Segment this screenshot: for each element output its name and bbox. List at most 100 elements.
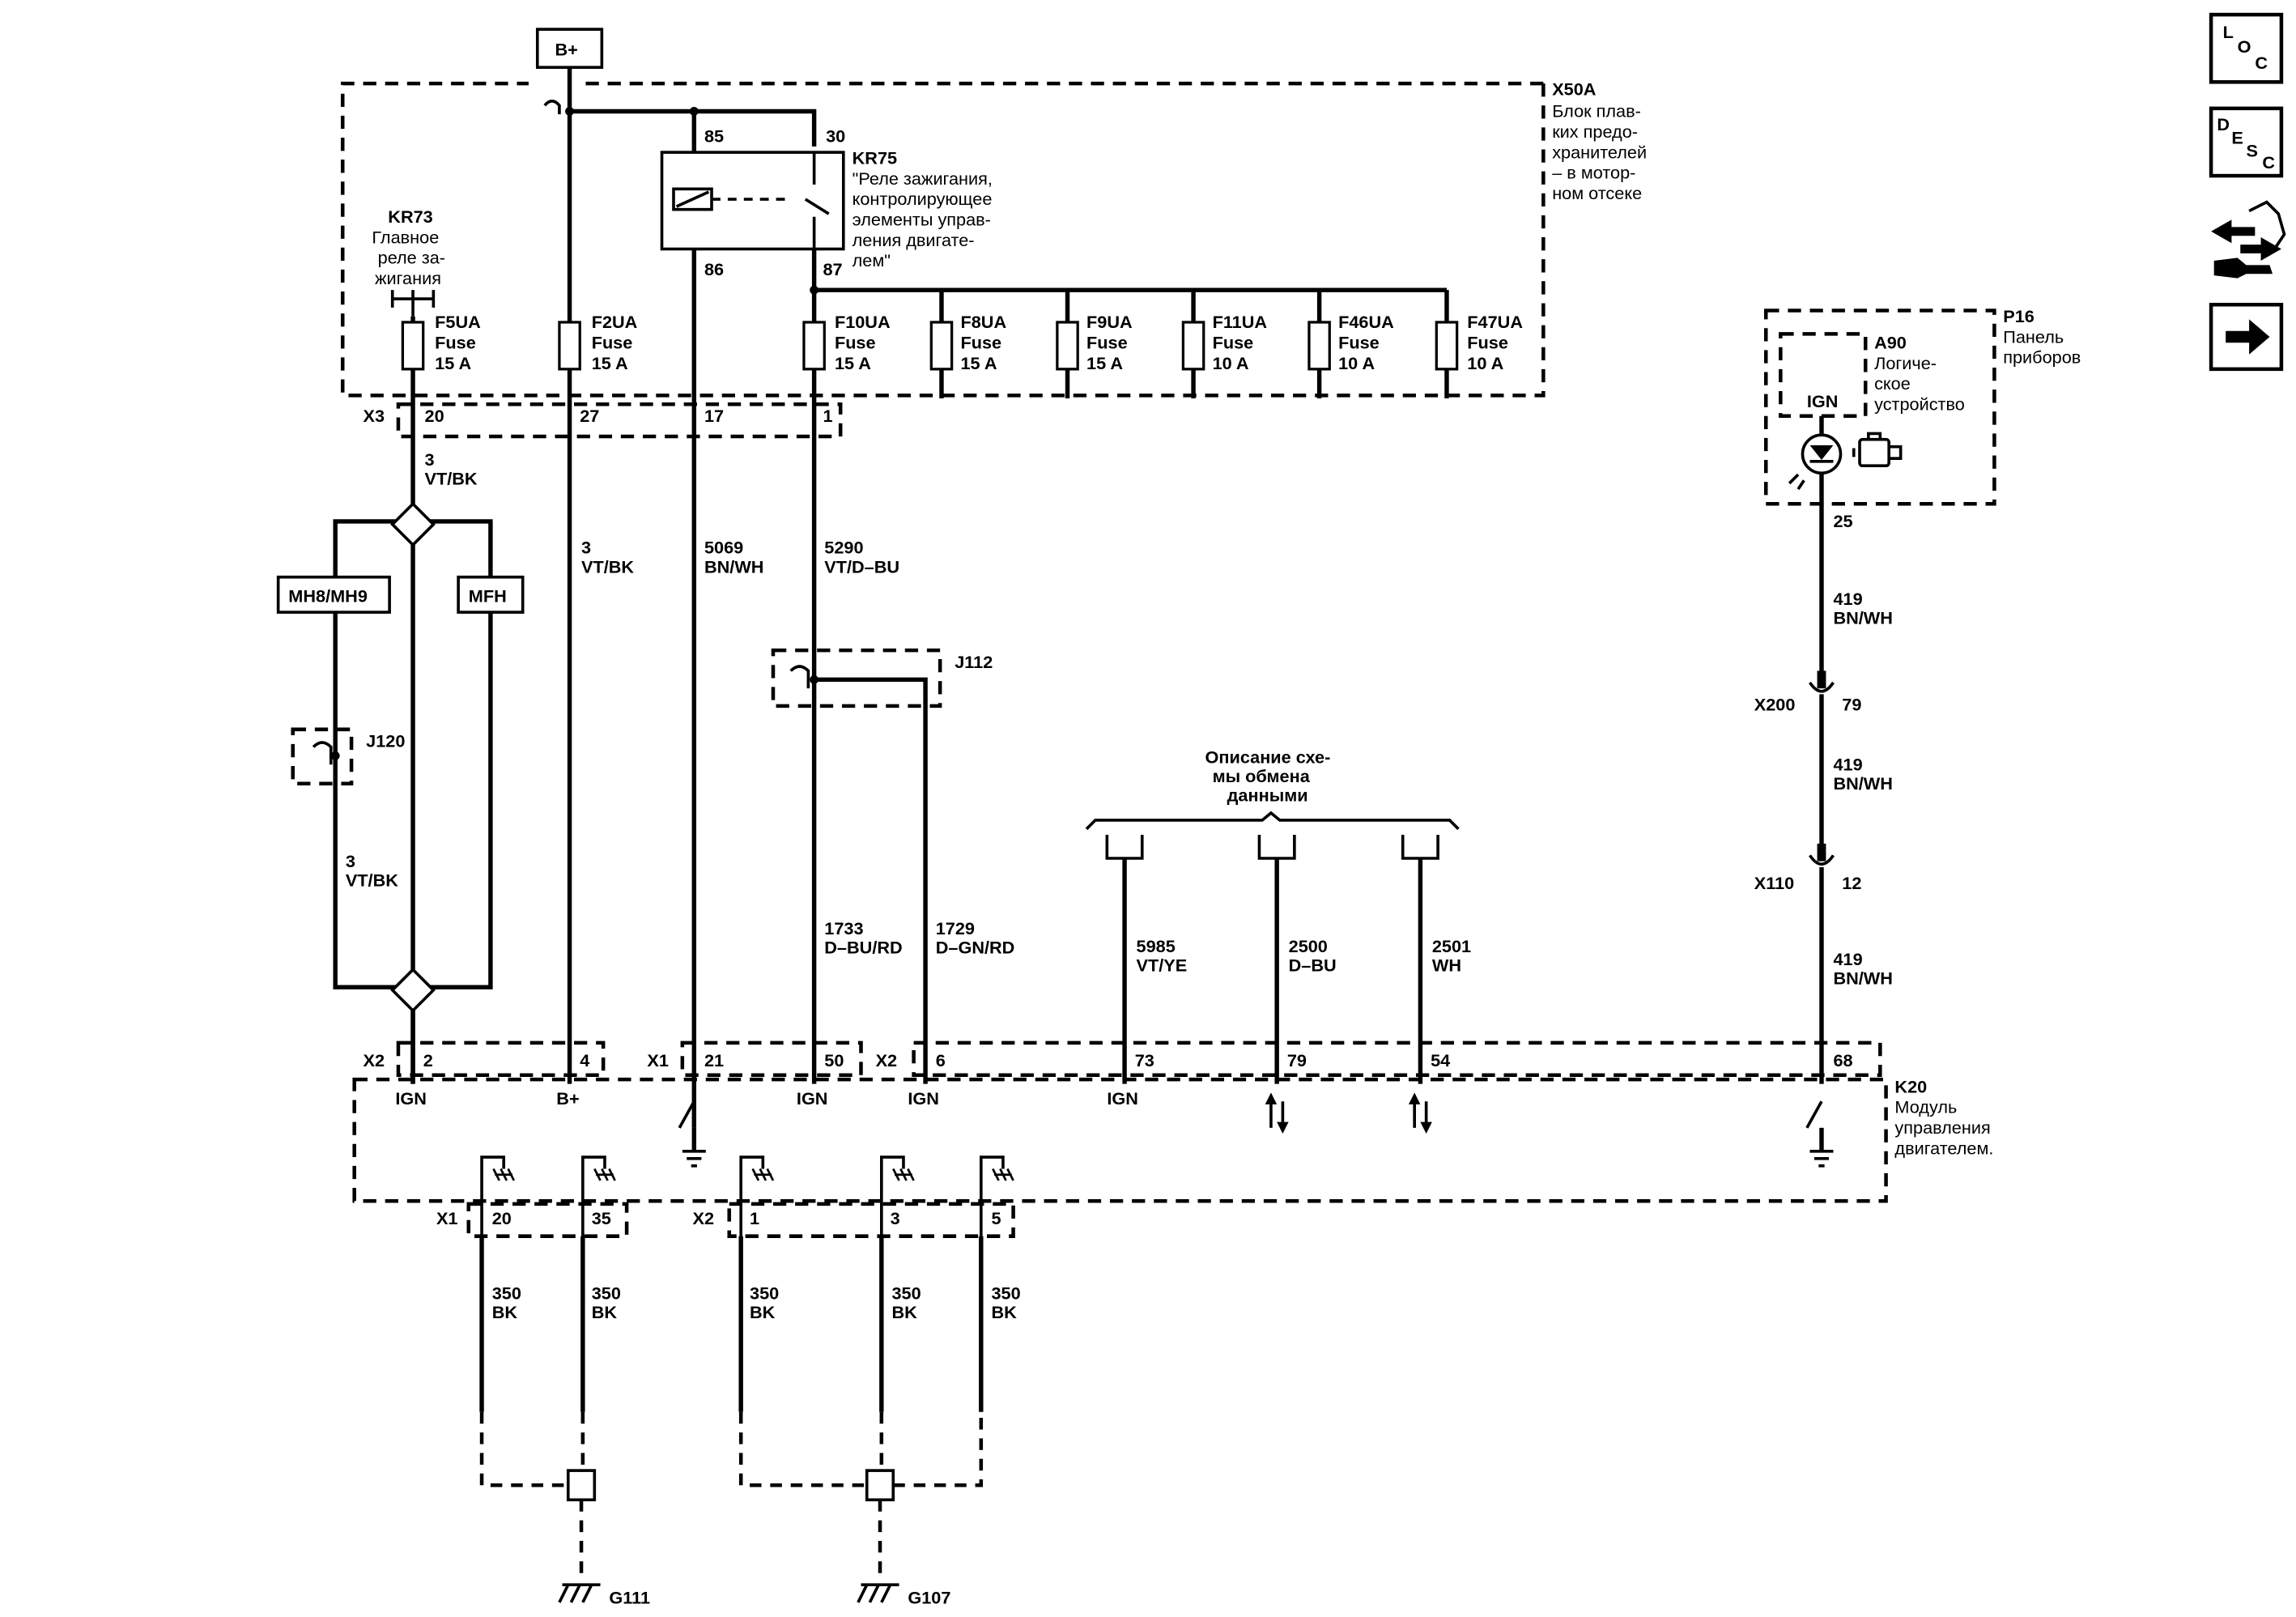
wire-label-main-left: 3 VT/BK: [346, 851, 398, 891]
svg-text:– в мотор-: – в мотор-: [1552, 163, 1635, 183]
svg-text:54: 54: [1431, 1050, 1450, 1070]
svg-text:3: 3: [581, 538, 591, 558]
svg-text:Главное: Главное: [372, 227, 439, 247]
svg-text:F47UA: F47UA: [1467, 312, 1523, 332]
svg-text:Fuse: Fuse: [592, 333, 633, 353]
svg-text:20: 20: [425, 406, 444, 426]
ecm-terminal-labels: IGN B+ IGN IGN IGN: [395, 1088, 1138, 1108]
svg-text:B+: B+: [556, 1088, 579, 1108]
svg-text:BK: BK: [592, 1302, 618, 1322]
svg-text:J120: J120: [366, 731, 405, 751]
svg-text:Блок плав-: Блок плав-: [1552, 101, 1641, 121]
svg-text:WH: WH: [1432, 955, 1461, 975]
wire-label-419c: 419 BN/WH: [1833, 949, 1892, 989]
svg-text:BN/WH: BN/WH: [1833, 608, 1892, 628]
svg-text:P16: P16: [2003, 306, 2035, 326]
svg-text:30: 30: [826, 126, 845, 146]
svg-text:15 A: 15 A: [435, 353, 471, 373]
wire-label-5290: 5290 VT/D–BU: [824, 538, 899, 577]
location-button[interactable]: L O C: [2209, 12, 2284, 84]
svg-text:VT/D–BU: VT/D–BU: [824, 556, 899, 577]
bplus-label: B+: [555, 40, 577, 60]
svg-text:15 A: 15 A: [960, 353, 997, 373]
svg-text:O: O: [2238, 36, 2251, 57]
svg-text:S: S: [2247, 141, 2258, 161]
svg-text:D: D: [2217, 114, 2230, 134]
description-button[interactable]: D E S C: [2209, 106, 2284, 178]
svg-text:ления двигате-: ления двигате-: [852, 230, 975, 250]
svg-text:20: 20: [492, 1208, 512, 1228]
svg-text:IGN: IGN: [797, 1088, 828, 1108]
svg-text:жигания: жигания: [375, 268, 441, 288]
svg-text:устройство: устройство: [1874, 394, 1965, 414]
x110-inline-connector: X110 12: [1754, 843, 1861, 893]
svg-text:419: 419: [1833, 949, 1862, 969]
svg-text:68: 68: [1833, 1050, 1852, 1070]
wire-label-bplus: 3 VT/BK: [581, 538, 634, 577]
connector-wrench-icon[interactable]: [2211, 200, 2286, 279]
engine-check-lamp-icon: [1788, 432, 1903, 491]
fuse-f10ua: F10UA Fuse 15 A: [802, 312, 891, 373]
svg-text:85: 85: [704, 126, 724, 146]
svg-text:21: 21: [704, 1050, 724, 1070]
data-comm-description: Описание схе- мы обмена данными: [1205, 747, 1331, 805]
svg-text:VT/BK: VT/BK: [425, 469, 478, 489]
svg-text:J112: J112: [955, 652, 993, 672]
fuse-f5ua: F5UA Fuse 15 A: [401, 312, 481, 373]
svg-text:X2: X2: [693, 1208, 715, 1228]
wire-label-5069: 5069 BN/WH: [704, 538, 763, 577]
svg-text:VT/YE: VT/YE: [1137, 955, 1188, 975]
svg-text:управления: управления: [1894, 1117, 1990, 1138]
wire-label-ground-2: 350 BK: [592, 1283, 621, 1322]
svg-text:3: 3: [346, 851, 355, 871]
svg-text:F5UA: F5UA: [435, 312, 481, 332]
next-page-button[interactable]: [2209, 302, 2284, 372]
wire-label-1729: 1729 D–GN/RD: [936, 918, 1015, 958]
svg-text:5069: 5069: [704, 538, 743, 558]
svg-text:12: 12: [1842, 873, 1861, 893]
fuse-f11ua: F11UA Fuse 10 A: [1181, 312, 1267, 373]
svg-text:L: L: [2223, 22, 2234, 42]
svg-text:BK: BK: [492, 1302, 518, 1322]
ecm-top-connectors: X2 X1 X2 2 4 21 50 6 73 79 54 68: [364, 1050, 1853, 1070]
arrow-right-icon: [2226, 319, 2270, 355]
svg-text:C: C: [2255, 53, 2268, 73]
svg-text:350: 350: [891, 1283, 921, 1303]
svg-text:KR73: KR73: [388, 206, 432, 227]
bidirectional-arrow-icon: [1265, 1092, 1289, 1134]
option-mh8-mh9: MH8/MH9: [276, 575, 391, 614]
svg-text:G111: G111: [609, 1588, 650, 1608]
cluster-ign-label: IGN: [1807, 391, 1839, 411]
svg-text:F8UA: F8UA: [960, 312, 1006, 332]
fuse-f46ua: F46UA Fuse 10 A: [1307, 312, 1394, 373]
svg-text:350: 350: [592, 1283, 621, 1303]
svg-text:"Реле зажигания,: "Реле зажигания,: [852, 168, 993, 189]
svg-text:BN/WH: BN/WH: [1833, 773, 1892, 794]
wire-label-419a: 419 BN/WH: [1833, 589, 1892, 628]
svg-text:Fuse: Fuse: [1467, 333, 1508, 353]
ignition-relay: 85 30 86 87: [660, 126, 845, 279]
ground-splice-g111: [566, 1469, 597, 1502]
svg-text:27: 27: [580, 406, 599, 426]
wire-label-ground-5: 350 BK: [991, 1283, 1020, 1322]
svg-text:приборов: приборов: [2003, 347, 2081, 368]
wire-label-5985: 5985 VT/YE: [1137, 936, 1188, 976]
svg-text:15 A: 15 A: [1086, 353, 1123, 373]
svg-text:F46UA: F46UA: [1338, 312, 1394, 332]
ground-g111: G111: [558, 1583, 650, 1608]
svg-text:419: 419: [1833, 589, 1862, 609]
svg-text:Fuse: Fuse: [1086, 333, 1128, 353]
svg-text:86: 86: [704, 259, 724, 279]
svg-text:87: 87: [823, 259, 842, 279]
svg-text:1: 1: [823, 406, 832, 426]
svg-text:10 A: 10 A: [1338, 353, 1375, 373]
svg-text:X1: X1: [647, 1050, 669, 1070]
svg-text:BK: BK: [991, 1302, 1017, 1322]
svg-text:1729: 1729: [936, 918, 975, 938]
svg-text:E: E: [2231, 127, 2243, 147]
option-mfh: MFH: [457, 575, 525, 614]
ignition-relay-label: KR75 "Реле зажигания, контролирующее эле…: [852, 148, 993, 271]
svg-text:BK: BK: [750, 1302, 776, 1322]
svg-text:1: 1: [750, 1208, 759, 1228]
